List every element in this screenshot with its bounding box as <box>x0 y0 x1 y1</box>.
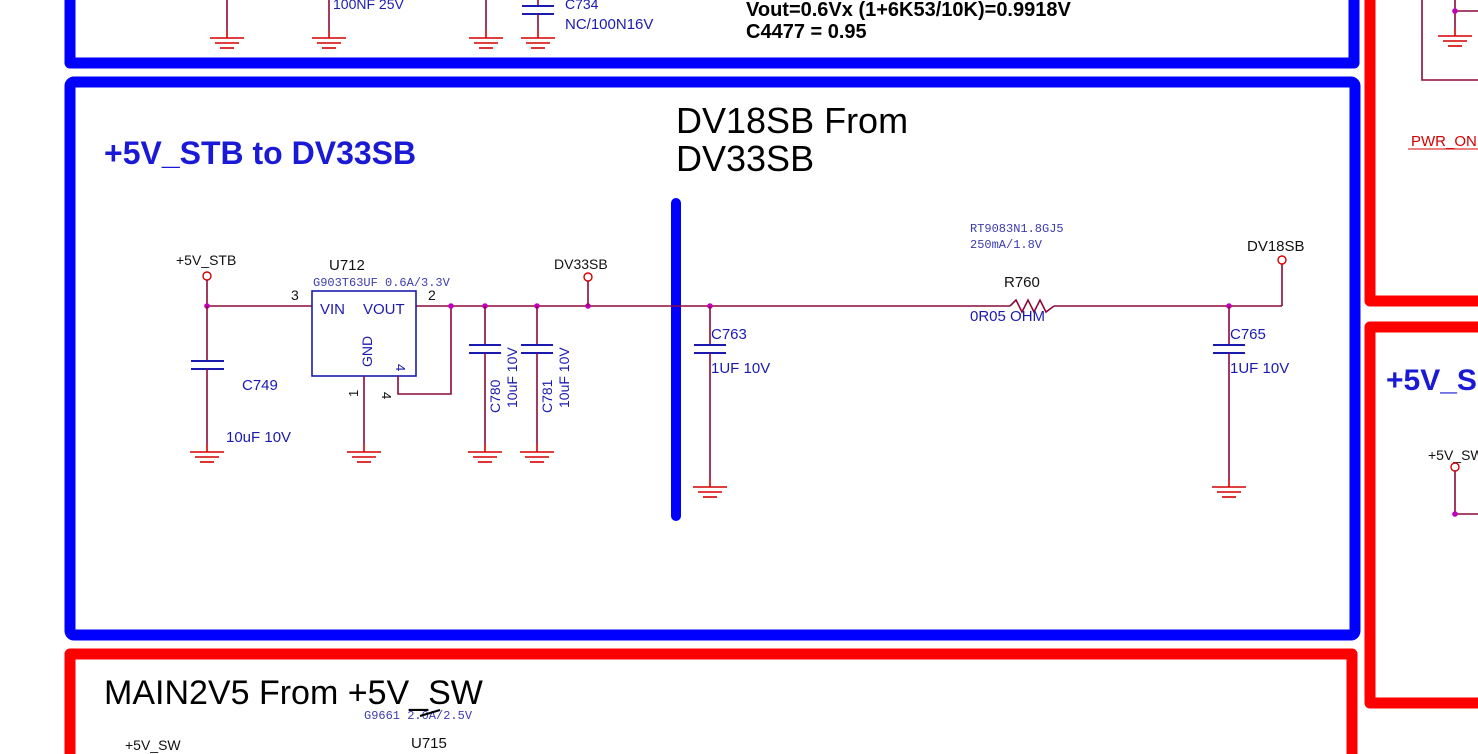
pin-number-4-inner: 4 <box>393 364 408 371</box>
subtitle-line-2: DV33SB <box>676 138 814 179</box>
net-label-5v-stb: +5V_STB <box>176 252 236 268</box>
bottom-part-info: G9661 2.0A/2.5V <box>364 709 473 723</box>
cap-value: 10uF 10V <box>556 347 572 408</box>
right-top-block: PWR_ON <box>1364 0 1478 307</box>
power-port-dv18sb <box>1277 255 1287 265</box>
net-label-dv33sb: DV33SB <box>554 256 608 272</box>
pin-number-1: 1 <box>346 390 361 397</box>
pin-gnd: GND <box>359 336 375 367</box>
resistor-ref: R760 <box>1004 274 1040 291</box>
ground-symbol <box>209 29 245 49</box>
pin-vout: VOUT <box>363 301 405 318</box>
subtitle-line-1: DV18SB From <box>676 100 908 141</box>
pin-number-3: 3 <box>291 287 299 303</box>
capacitor-c780: C780 10uF 10V <box>467 306 520 463</box>
ground-symbol <box>520 29 556 49</box>
net-label-pwr-on: PWR_ON <box>1411 133 1477 150</box>
main-block: +5V_STB to DV33SB DV18SB From DV33SB +5V… <box>64 76 1361 641</box>
pin-vin: VIN <box>320 301 345 318</box>
cap-ref-c734: C734 <box>565 0 599 12</box>
junction-dot <box>1452 8 1458 14</box>
power-port-5v-stb <box>202 271 212 281</box>
junction-dot <box>1452 511 1458 517</box>
net-label-5v-sw-bottom: +5V_SW <box>125 737 181 753</box>
main-block-title: +5V_STB to DV33SB <box>104 135 416 171</box>
resistor-r760: RT9083N1.8GJ5 250mA/1.8V R760 0R05 OHM <box>970 222 1064 325</box>
power-port-dv33sb <box>583 272 593 282</box>
bottom-block: MAIN2V5 From +5V_SW G9661 2.0A/2.5V U715… <box>64 648 1358 754</box>
resistor-note-2: 250mA/1.8V <box>970 238 1043 252</box>
cap-ref: C763 <box>711 326 747 343</box>
junction-dot <box>448 303 454 309</box>
resistor-body <box>1009 298 1055 314</box>
bottom-block-title: MAIN2V5 From +5V_SW <box>104 674 483 712</box>
regulator-u712: U712 G903T63UF 0.6A/3.3V VIN VOUT GND 3 … <box>291 257 452 463</box>
regulator-ref: U712 <box>329 257 365 274</box>
cap-value: 1UF 10V <box>711 360 770 377</box>
cap-value-left: 100NF 25V <box>333 0 404 12</box>
bottom-ref-u715: U715 <box>411 735 447 752</box>
main-block-frame <box>64 76 1361 641</box>
cap-ref: C749 <box>242 377 278 394</box>
right-mid-block: +5V_S +5V_SW <box>1364 321 1478 709</box>
capacitor-c781: C781 10uF 10V <box>519 306 572 463</box>
pin-number-2: 2 <box>428 287 436 303</box>
cap-value: 10uF 10V <box>226 429 291 446</box>
power-port <box>1450 462 1460 472</box>
regulator-part-info: G903T63UF 0.6A/3.3V <box>313 276 451 290</box>
net-label-5v-sw-right: +5V_SW <box>1428 447 1478 463</box>
ground-symbol <box>1437 27 1473 47</box>
capacitor-c765: C765 1UF 10V <box>1211 303 1289 498</box>
ground-symbol <box>468 29 504 49</box>
right-mid-title: +5V_S <box>1386 364 1477 397</box>
cap-ref: C781 <box>539 379 555 413</box>
resistor-note-1: RT9083N1.8GJ5 <box>970 222 1064 236</box>
pin-number-4-outer: 4 <box>379 392 394 399</box>
cap-value: 1UF 10V <box>1230 360 1289 377</box>
formula-line-1: Vout=0.6Vx (1+6K53/10K)=0.9918V <box>746 0 1071 21</box>
cap-value: 10uF 10V <box>504 347 520 408</box>
cap-ref: C765 <box>1230 326 1266 343</box>
net-label-dv18sb: DV18SB <box>1247 238 1305 255</box>
capacitor-c763: C763 1UF 10V <box>692 303 770 498</box>
cap-ref: C780 <box>487 379 503 413</box>
top-block: 100NF 25V C734 NC/100N16V Vout=0.6Vx (1+… <box>64 0 1360 69</box>
resistor-value: 0R05 OHM <box>970 308 1045 325</box>
formula-line-2: C4477 = 0.95 <box>746 21 867 43</box>
ground-symbol <box>311 29 347 49</box>
cap-value-c734: NC/100N16V <box>565 16 653 33</box>
capacitor-c749: C749 10uF 10V <box>189 306 291 463</box>
